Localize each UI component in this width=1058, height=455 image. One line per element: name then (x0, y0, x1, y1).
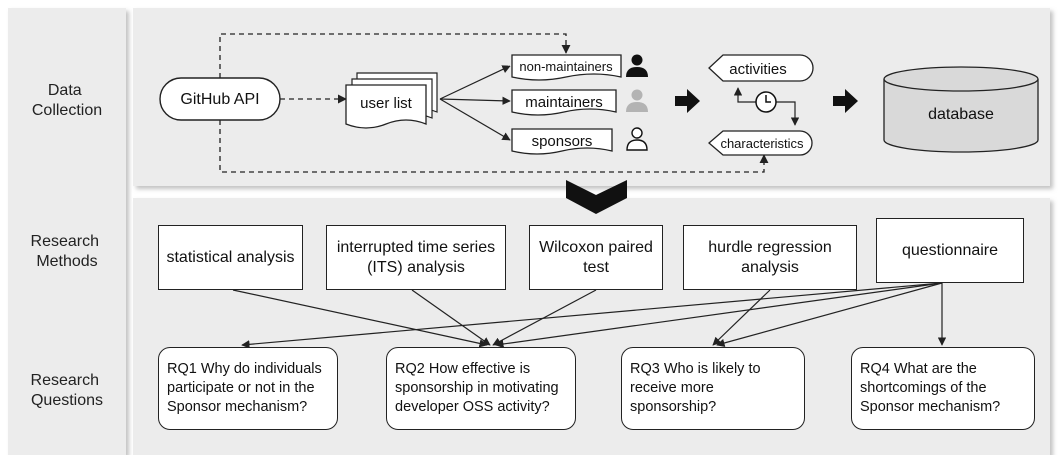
arrow-its-to-rq2 (411, 289, 491, 346)
method-hurdle-regression: hurdle regression analysis (683, 225, 857, 290)
method-its-analysis: interrupted time series (ITS) analysis (326, 225, 506, 290)
block-arrow-2 (833, 89, 858, 113)
arrow-statistical-to-rq2 (232, 289, 488, 348)
arrow-to-non-maintainers (439, 65, 511, 100)
person-outline-icon (626, 127, 648, 151)
maintainers-node (511, 89, 617, 116)
characteristics-node (708, 130, 813, 156)
database-label: database (928, 106, 994, 123)
chevron-down-icon (566, 180, 627, 214)
method-wilcoxon-test: Wilcoxon paired test (529, 225, 663, 290)
arrow-questionnaire-to-rq2 (495, 282, 943, 349)
sponsors-node (511, 128, 613, 155)
method-questionnaire: questionnaire (876, 218, 1024, 283)
activities-node (708, 54, 814, 82)
rq3-box: RQ3 Who is likely to receive more sponso… (621, 347, 805, 430)
user-list-doc-front (345, 84, 427, 129)
arrow-questionnaire-to-rq1 (241, 282, 943, 349)
sponsors-label: sponsors (532, 133, 593, 150)
method-statistical-analysis: statistical analysis (158, 225, 303, 290)
non-maintainers-node (511, 54, 622, 81)
label-column (8, 8, 126, 455)
dashed-arrow-to-non-maintainers (219, 33, 571, 78)
arrow-wilcoxon-to-rq2 (492, 289, 597, 346)
person-gray-icon (626, 89, 648, 112)
section-label-research-methods: Research Methods (31, 233, 104, 270)
person-filled-icon (626, 54, 648, 77)
non-maintainers-label: non-maintainers (519, 59, 613, 74)
user-list-label: user list (360, 95, 413, 112)
dashed-arrow-to-characteristics (219, 120, 769, 173)
github-api-label: GitHub API (180, 91, 259, 108)
arrow-to-sponsors (439, 98, 511, 141)
arrow-clock-to-characteristics (776, 101, 800, 126)
rq4-box: RQ4 What are the shortcomings of the Spo… (851, 347, 1035, 430)
clock-icon (755, 91, 777, 113)
maintainers-label: maintainers (525, 94, 603, 111)
database-node (883, 66, 1039, 153)
characteristics-label: characteristics (720, 136, 804, 151)
block-arrow-1 (675, 89, 700, 113)
activities-label: activities (729, 61, 787, 78)
rq1-box: RQ1 Why do individuals participate or no… (158, 347, 338, 430)
arrow-questionnaire-to-rq3 (716, 282, 943, 348)
arrow-clock-to-activities (733, 87, 756, 103)
rq2-box: RQ2 How effective is sponsorship in moti… (386, 347, 576, 430)
section-label-research-questions: Research Questions (31, 372, 104, 409)
section-label-data-collection: Data Collection (32, 82, 102, 119)
method-rq-connectors (232, 282, 947, 349)
arrow-to-maintainers (439, 96, 511, 105)
